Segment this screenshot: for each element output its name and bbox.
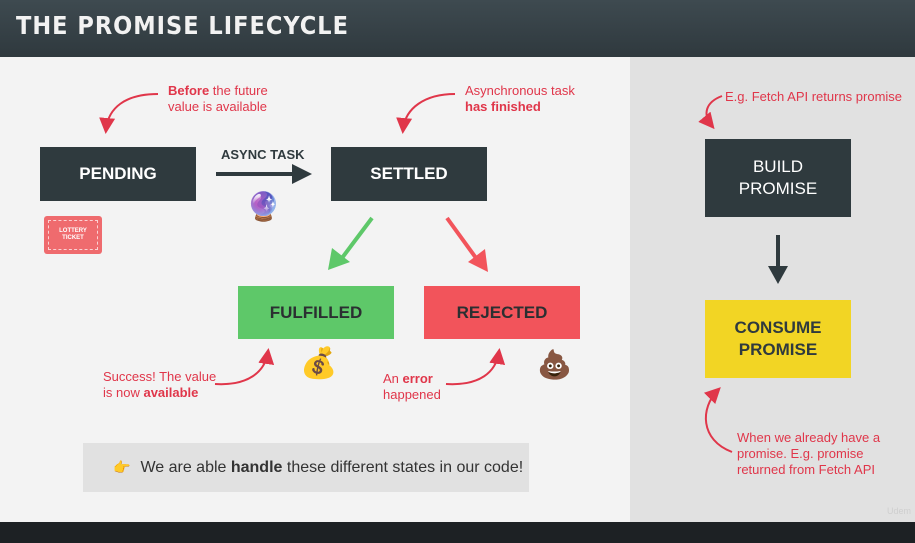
- side-bottom-note: When we already have a promise. E.g. pro…: [737, 430, 880, 478]
- pending-note-text-2: value is available: [168, 99, 268, 114]
- async-task-arrowhead: [292, 164, 312, 184]
- rejected-arrowhead: [468, 249, 488, 272]
- settled-label: SETTLED: [370, 164, 448, 183]
- side-bottom-note-arrow: [703, 387, 733, 453]
- rejected-arrow: [445, 216, 478, 260]
- lottery-ticket-icon: LOTTERY TICKET: [44, 216, 102, 254]
- rejected-note-prefix: An: [383, 371, 403, 386]
- fulfilled-note-text-2: is now: [103, 385, 144, 400]
- consume-promise-line-2: PROMISE: [738, 340, 818, 359]
- pending-note-bold: Before: [168, 83, 210, 98]
- footer-bar: [0, 522, 915, 543]
- rejected-label: REJECTED: [456, 302, 548, 322]
- banner-suffix: these different states in our code!: [282, 458, 524, 476]
- pointing-hand-icon: 👉: [113, 459, 131, 475]
- money-bag-icon: 💰: [300, 347, 338, 380]
- side-top-note-arrow: [698, 95, 723, 130]
- settled-note-arrow: [396, 93, 456, 134]
- rejected-box: REJECTED: [424, 286, 580, 339]
- settled-note: Asynchronous task has finished: [465, 83, 575, 115]
- side-bottom-note-1: When we already have a: [737, 430, 881, 445]
- pending-box: PENDING: [40, 147, 196, 201]
- poop-icon: 💩: [537, 349, 572, 380]
- pending-note-text-1: the future: [209, 83, 268, 98]
- build-promise-line-2: PROMISE: [738, 179, 818, 198]
- settled-note-bold: has finished: [465, 99, 541, 114]
- consume-promise-box: CONSUME PROMISE: [705, 300, 851, 378]
- fulfilled-box: FULFILLED: [238, 286, 394, 339]
- rejected-note-bold: error: [402, 371, 433, 386]
- side-panel: [630, 57, 915, 522]
- lottery-ticket-label: LOTTERY TICKET: [59, 228, 87, 241]
- pending-note: Before the future value is available: [168, 83, 268, 115]
- build-to-consume-arrowhead: [768, 266, 788, 284]
- fulfilled-arrowhead: [328, 248, 350, 270]
- page-title: THE PROMISE LIFECYCLE: [16, 11, 349, 40]
- side-top-note: E.g. Fetch API returns promise: [725, 89, 903, 104]
- build-promise-line-1: BUILD: [752, 157, 804, 176]
- settled-box: SETTLED: [331, 147, 487, 201]
- fulfilled-arrow: [340, 216, 374, 260]
- side-bottom-note-3: returned from Fetch API: [737, 462, 876, 477]
- fulfilled-note-text-1: Success! The value: [103, 369, 217, 384]
- banner-prefix: We are able: [140, 458, 231, 476]
- async-task-label: ASYNC TASK: [221, 147, 305, 162]
- settled-note-text-1: Asynchronous task: [465, 83, 575, 98]
- fulfilled-note-arrow: [214, 348, 275, 386]
- consume-promise-line-1: CONSUME: [734, 318, 822, 337]
- lottery-ticket-inner: LOTTERY TICKET: [48, 220, 98, 250]
- build-promise-box: BUILD PROMISE: [705, 139, 851, 217]
- handle-states-banner: 👉 We are able handle these different sta…: [83, 443, 529, 492]
- pending-note-arrow: [99, 93, 159, 134]
- fulfilled-note: Success! The value is now available: [103, 369, 216, 401]
- rejected-note-text-2: happened: [383, 387, 441, 402]
- banner-bold: handle: [230, 458, 283, 476]
- pending-label: PENDING: [79, 164, 157, 183]
- side-bottom-note-2: promise. E.g. promise: [737, 446, 864, 461]
- rejected-note: An error happened: [383, 371, 441, 403]
- crystal-ball-icon: 🔮: [246, 191, 281, 222]
- banner-text: We are able handle these different state…: [140, 459, 523, 477]
- watermark: Udem: [886, 506, 911, 516]
- fulfilled-label: FULFILLED: [269, 302, 363, 322]
- fulfilled-note-bold: available: [143, 385, 199, 400]
- rejected-note-arrow: [445, 348, 506, 386]
- header-bar: THE PROMISE LIFECYCLE: [0, 0, 915, 57]
